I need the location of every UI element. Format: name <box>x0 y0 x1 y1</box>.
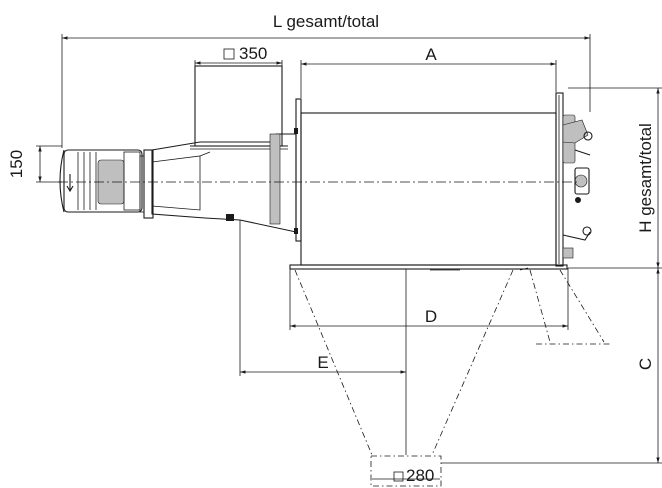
end-plate-hardware <box>562 114 593 259</box>
dim-label-150: 150 <box>7 150 26 178</box>
square-symbol-280 <box>393 471 404 482</box>
dim-label-e: E <box>317 353 328 372</box>
dimension-lines <box>36 34 662 480</box>
dim-label-d: D <box>425 307 437 326</box>
dim-label-h-total: H gesamt/total <box>636 123 655 233</box>
dim-label-350: 350 <box>239 44 267 63</box>
dim-label-l-total: L gesamt/total <box>273 12 379 31</box>
outlet-hopper <box>294 267 610 487</box>
dim-label-c: C <box>636 358 655 370</box>
inlet-box <box>194 65 283 147</box>
dim-label-a: A <box>425 45 437 64</box>
base-plate <box>289 264 568 270</box>
motor <box>59 149 143 213</box>
transition-housing <box>151 133 297 233</box>
square-symbol-350 <box>223 48 235 60</box>
drum-front-flange <box>295 98 302 242</box>
end-plate <box>555 92 564 267</box>
machine-assembly <box>58 65 610 487</box>
dim-label-280: 280 <box>406 466 434 485</box>
drum-housing <box>300 112 557 266</box>
